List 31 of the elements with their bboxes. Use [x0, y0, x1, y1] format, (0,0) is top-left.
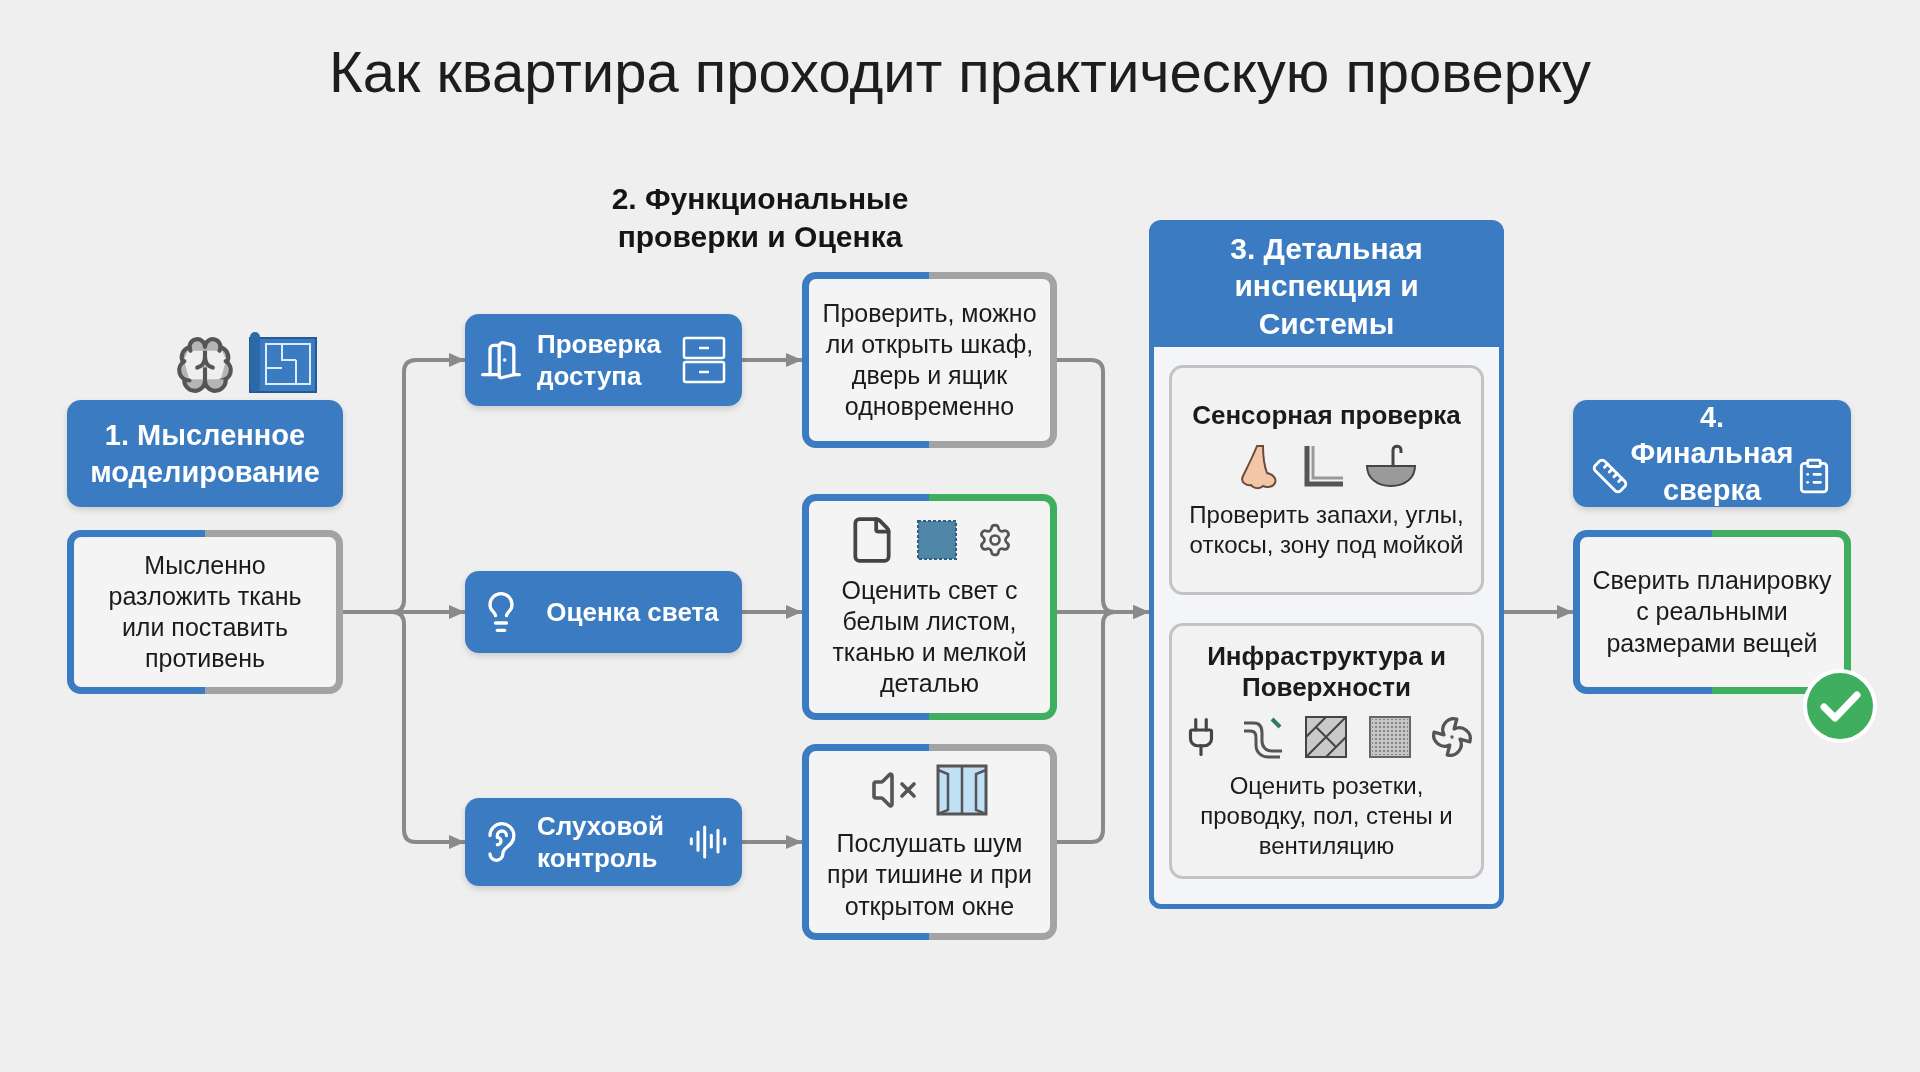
tag-label: Проверка доступа: [537, 327, 662, 393]
card-text: Проверить запахи, углы, откосы, зону под мойкой: [1188, 499, 1465, 560]
section-title: 3. Детальная инспекция и Системы: [1229, 230, 1424, 342]
check-tag: [465, 571, 742, 653]
card-heading: Инфраструктура и Поверхности: [1206, 640, 1447, 704]
inspection-card: [1169, 365, 1484, 595]
step-header: [67, 400, 343, 507]
tag-label: Слуховой контроль: [537, 809, 665, 875]
instruction-text: Мысленно разложить ткань или поставить противень: [107, 549, 303, 675]
check-tag: [465, 798, 742, 886]
arrow: [1504, 605, 1573, 619]
tag-label: Оценка света: [545, 595, 720, 629]
instruction-text: Проверить, можно ли открыть шкаф, дверь и ящик одновременно: [821, 297, 1038, 423]
arrow: [742, 835, 802, 849]
check-tag: [465, 314, 742, 406]
arrow: [1057, 605, 1149, 844]
arrow: [742, 353, 802, 367]
inspection-card: [1169, 623, 1484, 879]
step-title: 4. Финальная сверка: [1629, 400, 1795, 508]
card-text: Оценить розетки, проводку, пол, стены и вентиляцию: [1199, 771, 1454, 862]
instruction-text: Послушать шум при тишине и при открытом окне: [826, 828, 1033, 922]
section-panel: [1149, 220, 1504, 909]
card-heading: Сенсорная проверка: [1192, 400, 1461, 432]
arrow: [343, 610, 465, 849]
column-heading: 2. Функциональные проверки и Оценка: [610, 181, 910, 255]
instruction-text: Оценить свет с белым листом, тканью и мелкой деталью: [831, 574, 1028, 700]
diagram-title: Как квартира проходит практическую проверку: [327, 38, 1593, 105]
instruction-text: Сверить планировку с реальными размерами вещей: [1591, 565, 1833, 659]
step-header: [1573, 400, 1851, 507]
arrow: [742, 605, 802, 619]
step-title: 1. Мысленное моделирование: [89, 418, 321, 490]
